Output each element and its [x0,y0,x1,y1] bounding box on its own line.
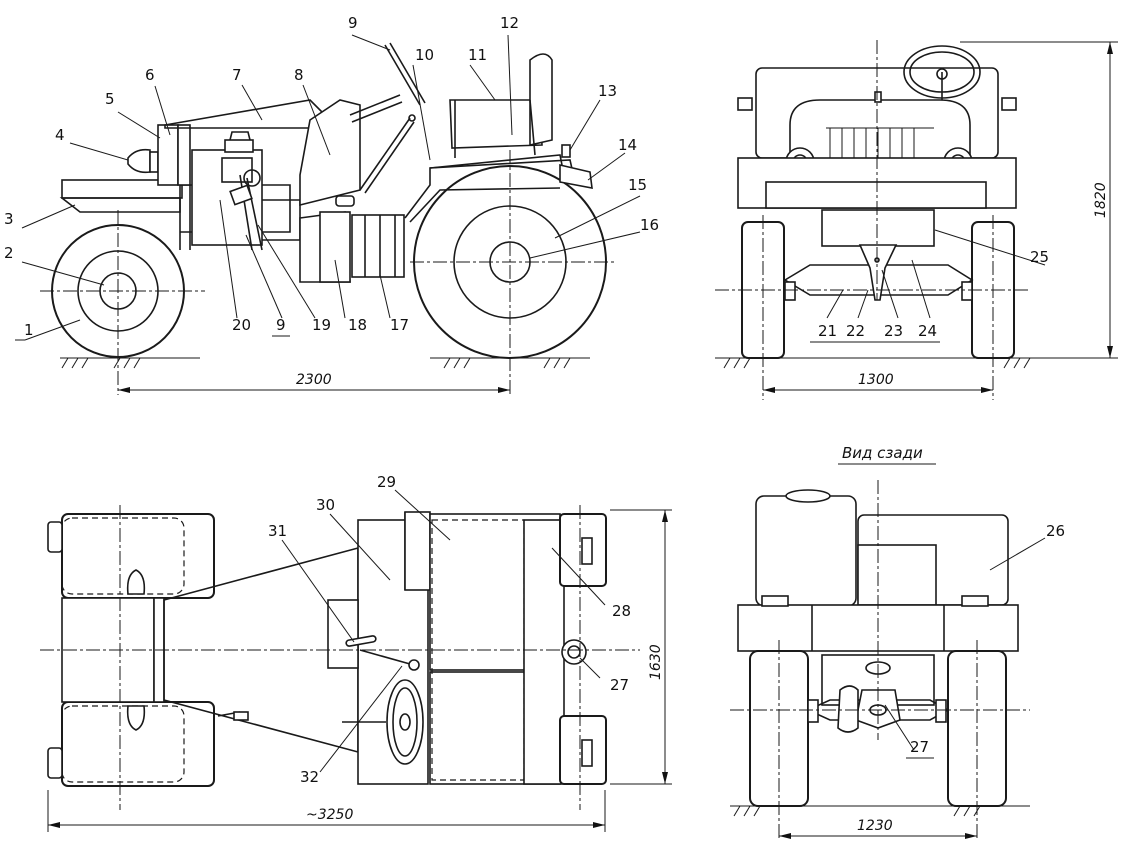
callout-1: 1 [24,321,34,339]
callout-18: 18 [348,316,367,334]
dimension-height-label: 1820 [1093,182,1109,218]
seat [449,99,543,149]
callout-4: 4 [55,126,65,144]
callout-2: 2 [4,244,14,262]
dimension-wheelbase-label: 2300 [296,372,332,388]
callout-30: 30 [316,496,335,514]
callout-17: 17 [390,316,409,334]
callout-12: 12 [500,14,519,32]
dimension-height: 1820 [960,41,1118,359]
callout-6: 6 [145,66,155,84]
callout-26: 26 [1046,522,1065,540]
dimension-length-label: ~3250 [306,807,353,823]
callout-15: 15 [628,176,647,194]
dimension-front-track: 1300 [763,372,993,393]
rear-fuel-tank [755,495,857,607]
callout-32: 32 [300,768,319,786]
hood [164,99,332,129]
callout-27b: 27 [910,738,929,756]
rear-view: Вид сзади [730,444,1046,840]
callout-9: 9 [348,14,358,32]
callout-27: 27 [610,676,629,694]
callout-9b: 9 [276,316,286,334]
top-callouts: 31 30 29 28 27 32 [268,473,631,786]
top-view: 1630 ~3250 [40,489,672,832]
callout-7: 7 [232,66,242,84]
side-view: 2300 [15,34,641,395]
callout-8: 8 [294,66,304,84]
callout-31: 31 [268,522,287,540]
callout-13: 13 [598,82,617,100]
fender [559,163,593,189]
dimension-wheelbase: 2300 [118,372,510,393]
dimension-rear-track: 1230 [779,818,977,839]
dimension-length: ~3250 [47,790,606,832]
callout-23: 23 [884,322,903,340]
callout-16: 16 [640,216,659,234]
dimension-front-track-label: 1300 [858,372,894,388]
front-callouts: 25 21 22 23 24 [810,248,1049,343]
front-tank [821,209,935,247]
callout-20: 20 [232,316,251,334]
callout-10: 10 [415,46,434,64]
callout-5: 5 [105,90,115,108]
callout-3: 3 [4,210,14,228]
rear-callouts: 26 27 [906,522,1065,759]
side-leaders [15,34,641,341]
callout-21: 21 [818,322,837,340]
body-panel [299,99,361,207]
callout-14: 14 [618,136,637,154]
headlight [127,148,151,174]
callout-25: 25 [1030,248,1049,266]
callout-19: 19 [312,316,331,334]
dimension-width-label: 1630 [648,644,664,680]
callout-11: 11 [468,46,487,64]
callout-29: 29 [377,473,396,491]
side-callouts: 1 2 3 4 5 6 7 8 9 10 11 12 13 14 15 16 1… [4,14,659,339]
battery-box [351,214,405,278]
callout-22: 22 [846,322,865,340]
ground-left [60,357,590,369]
dimension-rear-track-label: 1230 [857,818,893,834]
front-view: 1820 1300 [715,40,1118,400]
top-steering-wheel [386,679,424,765]
dimension-width: 1630 [610,509,672,785]
callout-24: 24 [918,322,937,340]
callout-28: 28 [612,602,631,620]
rear-view-title: Вид сзади [842,444,923,462]
